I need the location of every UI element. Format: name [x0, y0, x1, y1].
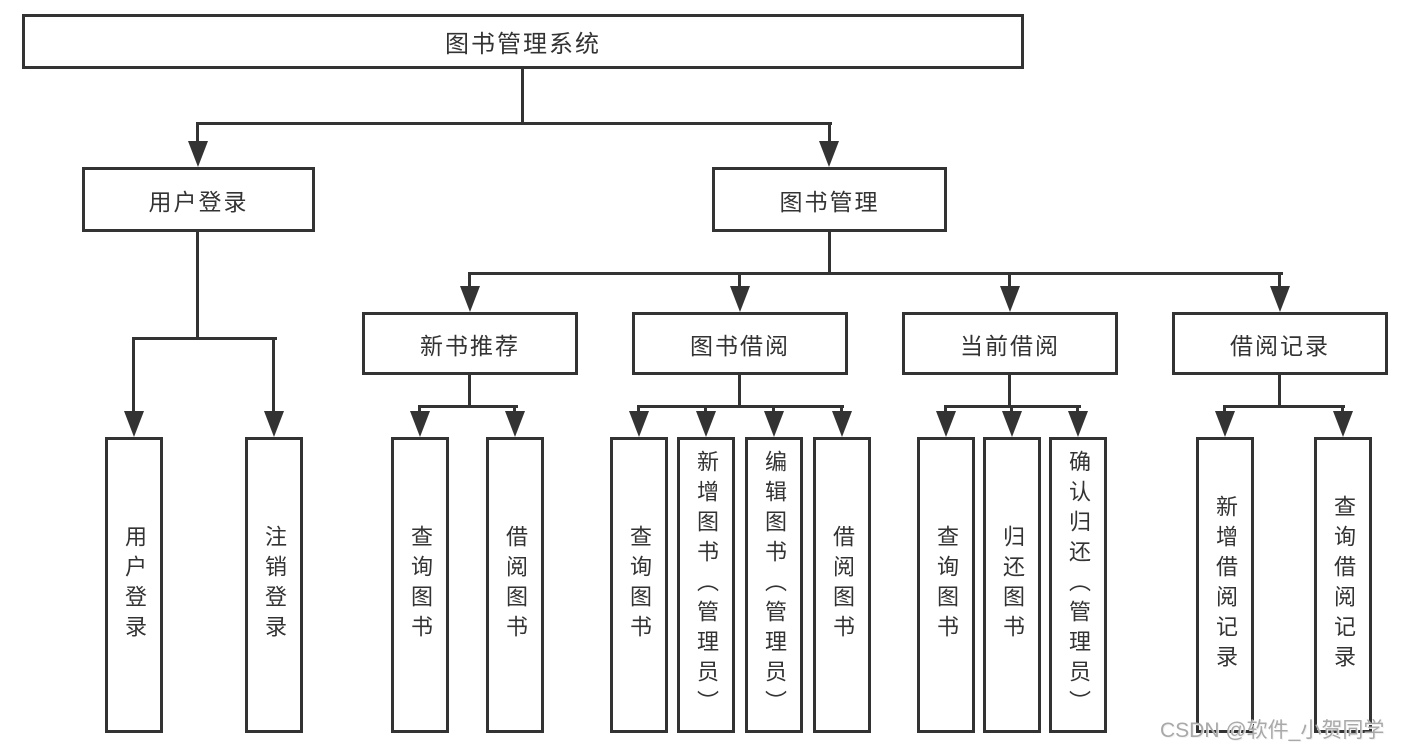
arrowhead-icon: [696, 411, 716, 437]
leaf-label: 编辑图书（管理员）: [762, 450, 787, 720]
leaf-label: 查询借阅记录: [1331, 495, 1356, 675]
arrowhead-icon: [819, 141, 839, 167]
arrowhead-icon: [629, 411, 649, 437]
leaf-records-query-record: 查询借阅记录: [1314, 437, 1372, 733]
connector-line: [637, 405, 844, 408]
connector-line: [521, 69, 524, 122]
leaf-borrow-query-book: 查询图书: [610, 437, 668, 733]
arrowhead-icon: [1000, 286, 1020, 312]
arrowhead-icon: [188, 141, 208, 167]
connector-line: [418, 405, 518, 408]
leaf-borrow-borrow-book: 借阅图书: [813, 437, 871, 733]
node-user-login: 用户登录: [82, 167, 315, 232]
connector-line: [704, 405, 707, 415]
connector-line: [738, 375, 741, 405]
leaf-current-confirm-return-admin: 确认归还（管理员）: [1049, 437, 1107, 733]
connector-line: [1223, 405, 1345, 408]
connector-line: [1341, 405, 1344, 415]
arrowhead-icon: [1068, 411, 1088, 437]
leaf-label: 查询图书: [934, 525, 959, 645]
arrowhead-icon: [1333, 411, 1353, 437]
leaf-borrow-add-book-admin: 新增图书（管理员）: [677, 437, 735, 733]
connector-line: [1278, 272, 1281, 290]
connector-line: [132, 337, 135, 414]
leaf-recommend-borrow-book: 借阅图书: [486, 437, 544, 733]
connector-line: [1008, 375, 1011, 405]
leaf-label: 查询图书: [408, 525, 433, 645]
arrowhead-icon: [936, 411, 956, 437]
node-book-borrow: 图书借阅: [632, 312, 848, 375]
arrowhead-icon: [264, 411, 284, 437]
leaf-recommend-query-book: 查询图书: [391, 437, 449, 733]
arrowhead-icon: [505, 411, 525, 437]
connector-line: [637, 405, 640, 415]
leaf-label: 借阅图书: [503, 525, 528, 645]
node-book-management: 图书管理: [712, 167, 947, 232]
arrowhead-icon: [730, 286, 750, 312]
connector-line: [840, 405, 843, 415]
connector-line: [468, 272, 1283, 275]
arrowhead-icon: [1002, 411, 1022, 437]
arrowhead-icon: [832, 411, 852, 437]
leaf-current-query-book: 查询图书: [917, 437, 975, 733]
arrowhead-icon: [460, 286, 480, 312]
connector-line: [1278, 375, 1281, 405]
node-borrow-records: 借阅记录: [1172, 312, 1388, 375]
leaf-label: 归还图书: [1000, 525, 1025, 645]
leaf-label: 新增图书（管理员）: [694, 450, 719, 720]
leaf-records-add-record: 新增借阅记录: [1196, 437, 1254, 733]
arrowhead-icon: [1215, 411, 1235, 437]
connector-line: [828, 232, 831, 272]
leaf-label: 借阅图书: [830, 525, 855, 645]
leaf-label: 确认归还（管理员）: [1066, 450, 1091, 720]
csdn-watermark: CSDN @软件_小贺同学: [1160, 719, 1385, 742]
connector-line: [1010, 405, 1013, 415]
leaf-logout: 注销登录: [245, 437, 303, 733]
connector-line: [196, 122, 832, 125]
arrowhead-icon: [764, 411, 784, 437]
connector-line: [418, 405, 421, 415]
node-root-system: 图书管理系统: [22, 14, 1024, 69]
arrowhead-icon: [410, 411, 430, 437]
leaf-label: 查询图书: [627, 525, 652, 645]
connector-line: [272, 337, 275, 414]
connector-line: [738, 272, 741, 290]
connector-line: [196, 122, 199, 144]
connector-line: [132, 337, 277, 340]
connector-line: [1223, 405, 1226, 415]
connector-line: [196, 232, 199, 337]
leaf-user-login: 用户登录: [105, 437, 163, 733]
leaf-current-return-book: 归还图书: [983, 437, 1041, 733]
connector-line: [1076, 405, 1079, 415]
node-current-borrow: 当前借阅: [902, 312, 1118, 375]
arrowhead-icon: [1270, 286, 1290, 312]
connector-line: [772, 405, 775, 415]
arrowhead-icon: [124, 411, 144, 437]
connector-line: [944, 405, 947, 415]
leaf-label: 注销登录: [262, 525, 287, 645]
connector-line: [468, 272, 471, 290]
connector-line: [468, 375, 471, 405]
connector-line: [828, 122, 831, 144]
leaf-label: 新增借阅记录: [1213, 495, 1238, 675]
node-new-book-recommend: 新书推荐: [362, 312, 578, 375]
connector-line: [513, 405, 516, 415]
connector-line: [1008, 272, 1011, 290]
leaf-borrow-edit-book-admin: 编辑图书（管理员）: [745, 437, 803, 733]
leaf-label: 用户登录: [122, 525, 147, 645]
